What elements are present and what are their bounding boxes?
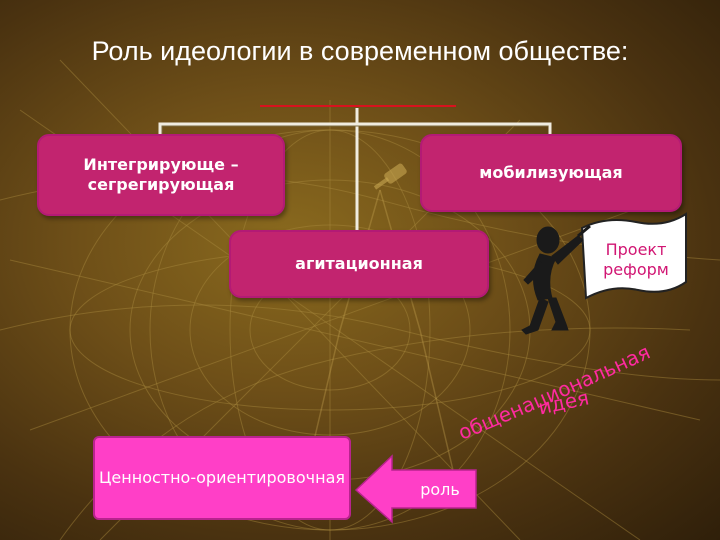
- role-label: роль: [420, 480, 460, 499]
- person-icon: [521, 226, 584, 335]
- agitational-box: агитационная: [229, 230, 489, 298]
- title-underline: [260, 105, 456, 107]
- reform-project-label: Проект реформ: [603, 240, 669, 279]
- key-icon: [373, 163, 407, 190]
- value-oriented-box: Ценностно-ориентировочная: [93, 436, 351, 520]
- left-arrow-icon: [354, 454, 477, 524]
- flag-icon: [580, 212, 687, 300]
- slide-title: Роль идеологии в современном обществе:: [91, 36, 629, 66]
- integrating-segregating-box: Интегрирующе – сегрегирующая: [37, 134, 285, 216]
- mobilizing-box: мобилизующая: [420, 134, 682, 212]
